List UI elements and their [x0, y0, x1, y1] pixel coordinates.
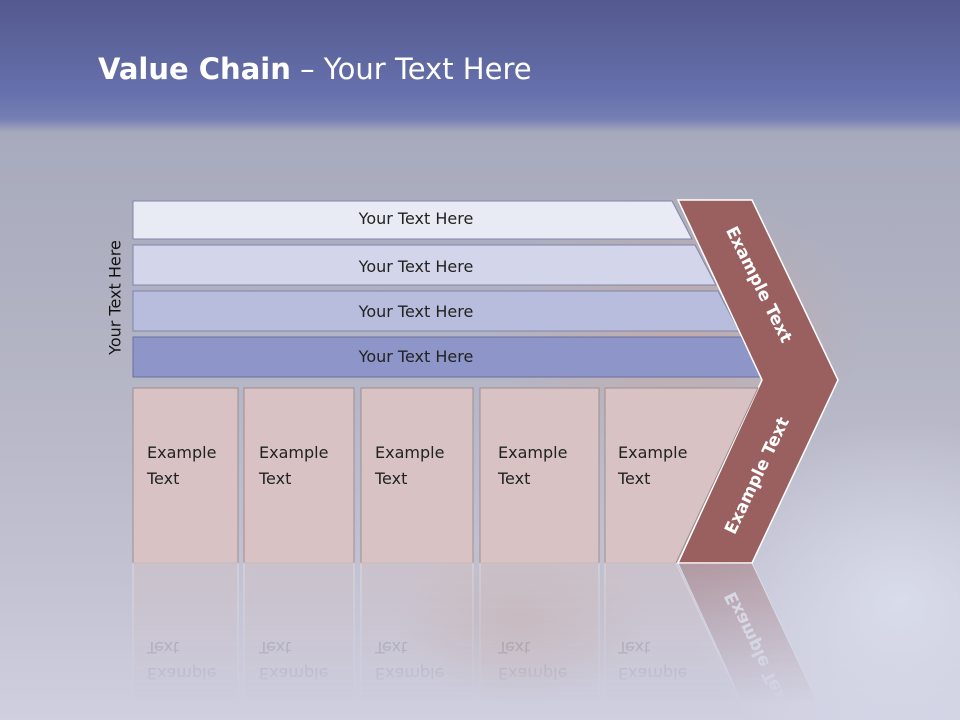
primary-activity-1[interactable]: Example Text — [132, 387, 239, 564]
support-activity-3[interactable]: Your Text Here — [132, 290, 740, 332]
primary-activity-2-box — [243, 387, 355, 564]
support-activity-3-label: Your Text Here — [358, 302, 474, 321]
support-activity-1[interactable]: Your Text Here — [132, 200, 693, 240]
primary-activity-3-line1: Example — [375, 443, 444, 462]
reflection-text-3b: Text — [374, 638, 407, 657]
primary-activity-2[interactable]: Example Text — [243, 387, 355, 564]
reflection-text-5a: Example — [618, 664, 687, 683]
primary-activity-1-line1: Example — [147, 443, 216, 462]
primary-activity-1-box — [132, 387, 239, 564]
support-activity-4-label: Your Text Here — [358, 347, 474, 366]
reflection-text-5b: Text — [617, 638, 650, 657]
primary-activity-4[interactable]: Example Text — [479, 387, 600, 564]
support-activity-2-label: Your Text Here — [358, 257, 474, 276]
primary-activity-3[interactable]: Example Text — [360, 387, 474, 564]
title-bold: Value Chain — [98, 52, 291, 86]
reflection-box-4 — [479, 562, 600, 720]
slide-title[interactable]: Value Chain – Your Text Here — [98, 52, 532, 86]
support-activity-2-shape — [132, 244, 717, 286]
reflection-box-3 — [360, 562, 474, 720]
reflection-chevron — [677, 562, 827, 720]
primary-activity-4-line2: Text — [497, 469, 530, 488]
reflection-text-4b: Text — [497, 638, 530, 657]
reflection-box-2 — [243, 562, 355, 720]
primary-activity-5-line1: Example — [618, 443, 687, 462]
primary-activity-3-box — [360, 387, 474, 564]
reflection-text-1a: Example — [147, 664, 216, 683]
reflection-text-1b: Text — [146, 638, 179, 657]
support-activity-1-shape — [132, 200, 693, 240]
primary-activity-2-line1: Example — [259, 443, 328, 462]
diagram-reflection: Example Text Example Text Example Text E… — [132, 562, 827, 720]
primary-activity-5-line2: Text — [617, 469, 650, 488]
primary-activity-2-line2: Text — [258, 469, 291, 488]
reflection-box-5 — [604, 562, 751, 720]
title-banner — [0, 0, 960, 132]
reflection-text-3a: Example — [375, 664, 444, 683]
reflection-text-4a: Example — [498, 664, 567, 683]
reflection-box-1 — [132, 562, 239, 720]
primary-activity-3-line2: Text — [374, 469, 407, 488]
primary-activity-4-line1: Example — [498, 443, 567, 462]
primary-activity-1-line2: Text — [146, 469, 179, 488]
reflection-text-2b: Text — [258, 638, 291, 657]
support-activity-4[interactable]: Your Text Here — [132, 336, 763, 378]
title-rest: – Your Text Here — [290, 52, 532, 86]
reflection-text-2a: Example — [259, 664, 328, 683]
support-activity-1-label: Your Text Here — [358, 209, 474, 228]
support-activity-2[interactable]: Your Text Here — [132, 244, 717, 286]
